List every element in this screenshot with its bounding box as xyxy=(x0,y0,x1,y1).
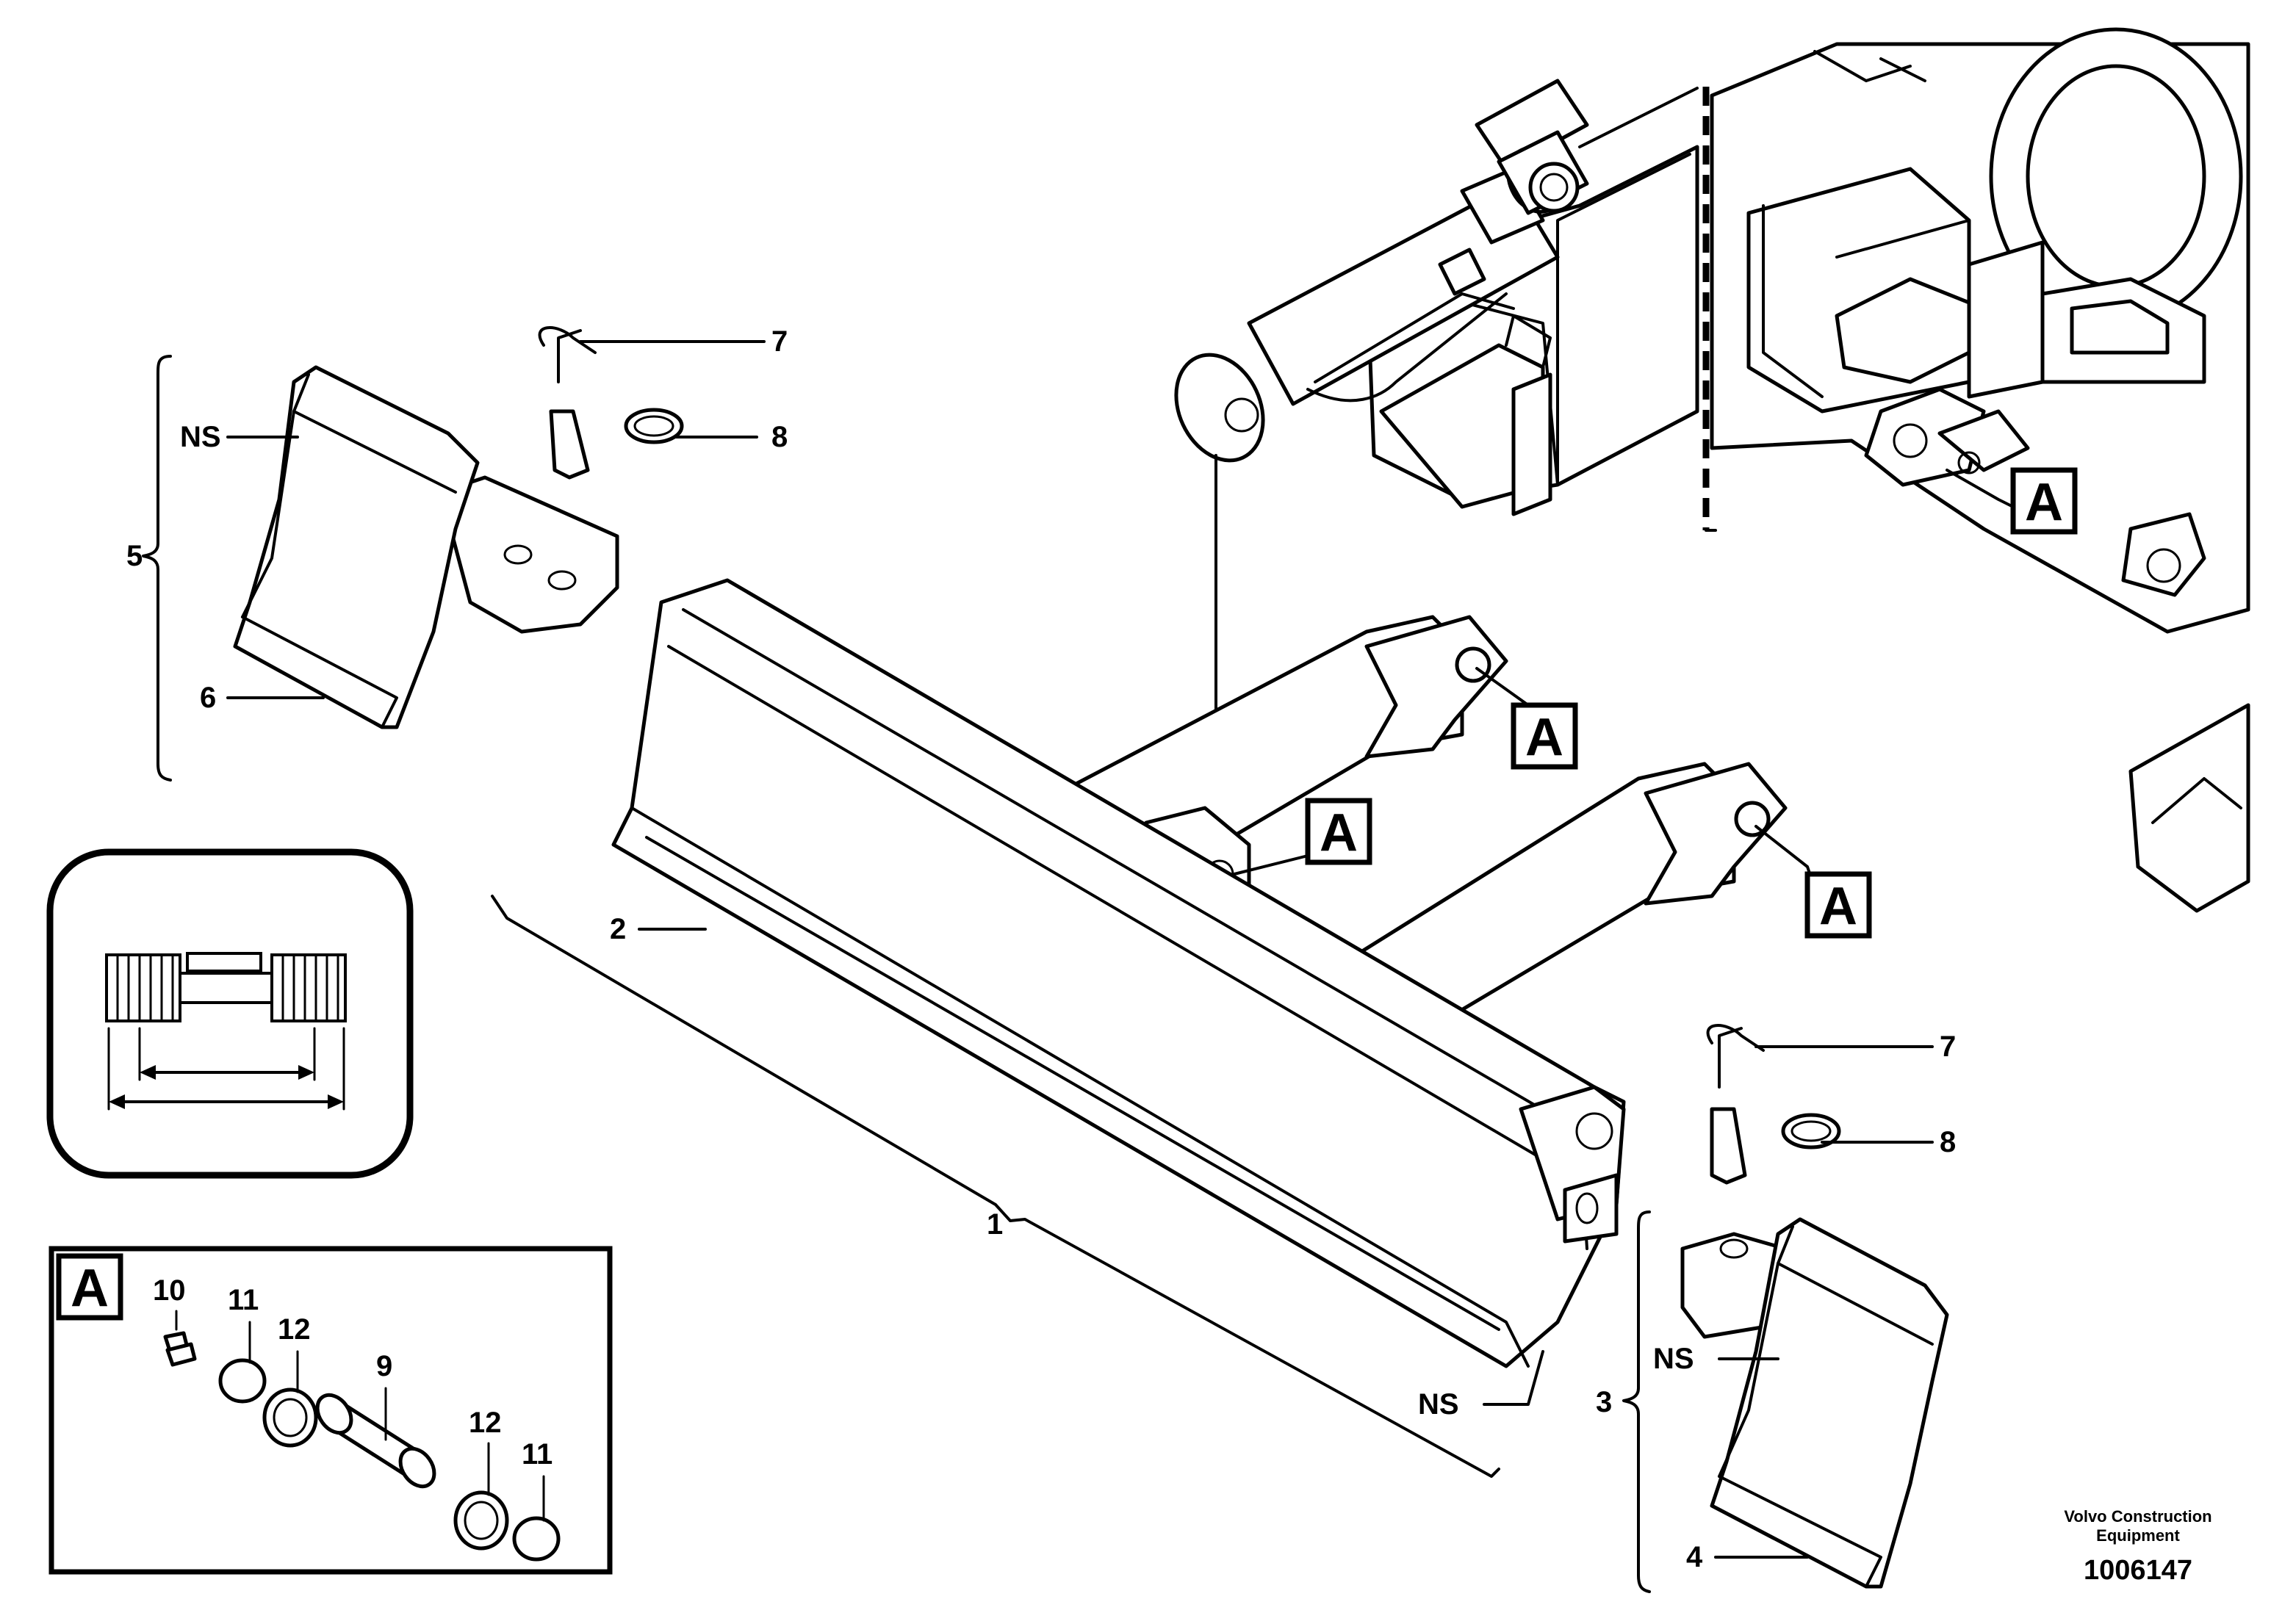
drawing-number: 1006147 xyxy=(2084,1555,2192,1586)
label-ns-left: NS xyxy=(180,421,221,453)
svg-text:A: A xyxy=(71,1259,109,1318)
brand-line-2: Equipment xyxy=(2096,1526,2180,1545)
label-7-lower: 7 xyxy=(1940,1031,1956,1063)
leader-lines xyxy=(142,340,2015,1593)
drawing-footer: Volvo Construction Equipment 1006147 xyxy=(2064,1507,2211,1586)
part-labels: NS 5 6 7 8 2 1 NS 7 8 NS 3 4 10 11 12 9 … xyxy=(126,325,1956,1573)
svg-text:A: A xyxy=(2025,473,2063,532)
end-bit-right xyxy=(1680,1217,1949,1589)
label-10: 10 xyxy=(153,1274,186,1307)
svg-text:A: A xyxy=(1525,708,1563,767)
pivot-pin xyxy=(315,1393,436,1489)
svg-text:A: A xyxy=(1819,877,1857,936)
grease-fitting xyxy=(163,1331,197,1367)
label-6: 6 xyxy=(200,682,216,714)
callout-a-upper: A xyxy=(2010,467,2078,535)
label-2: 2 xyxy=(610,913,626,945)
label-12-b: 12 xyxy=(469,1407,502,1439)
label-5: 5 xyxy=(126,540,143,572)
label-1: 1 xyxy=(987,1208,1003,1241)
pin-set-lower xyxy=(1706,1024,1841,1185)
label-8-upper: 8 xyxy=(771,421,788,453)
svg-text:A: A xyxy=(1320,804,1358,862)
pin-set-upper xyxy=(538,326,684,480)
label-12-a: 12 xyxy=(278,1313,311,1346)
hydraulic-cylinder xyxy=(1174,79,1589,463)
brand-line-1: Volvo Construction xyxy=(2064,1507,2211,1526)
label-11-b: 11 xyxy=(522,1438,553,1470)
bracket-1 xyxy=(491,895,1500,1478)
label-7-upper: 7 xyxy=(771,325,788,358)
end-bit-left xyxy=(233,365,619,729)
width-gauge-inset xyxy=(46,848,414,1179)
machine-frame xyxy=(1174,27,2250,913)
label-11-a: 11 xyxy=(228,1284,259,1316)
label-9: 9 xyxy=(376,1350,392,1382)
label-4: 4 xyxy=(1686,1541,1703,1573)
callout-a-mid1: A xyxy=(1511,702,1578,770)
dozer-blade xyxy=(611,578,1788,1368)
label-3: 3 xyxy=(1596,1386,1612,1418)
callout-a-right: A xyxy=(1804,871,1872,939)
label-ns-mid: NS xyxy=(1418,1388,1459,1421)
callout-a-mid2: A xyxy=(1305,798,1372,865)
circlip-icon xyxy=(218,1358,267,1404)
label-ns-right: NS xyxy=(1653,1343,1694,1375)
label-8-lower: 8 xyxy=(1940,1126,1956,1158)
detail-a-box: A xyxy=(48,1246,613,1575)
